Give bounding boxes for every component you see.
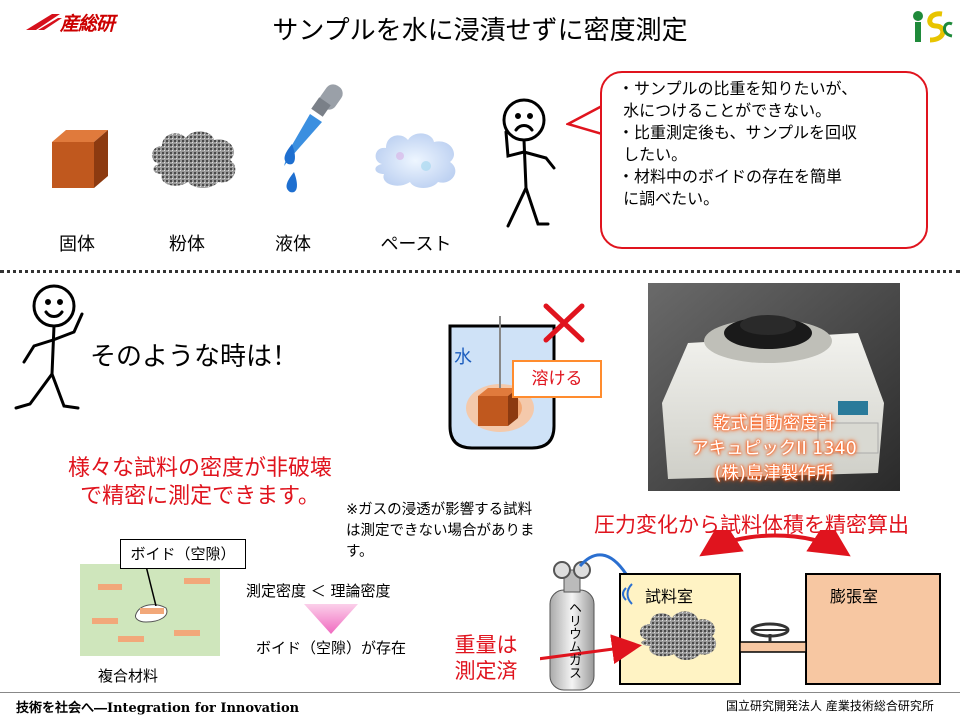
dissolve-label: 溶ける — [512, 360, 602, 398]
bubble-line: に調べたい。 — [618, 189, 720, 208]
composite-label: 複合材料 — [98, 667, 159, 685]
paste-label: ペースト — [380, 234, 452, 255]
isc-logo-icon — [913, 11, 953, 43]
bubble-line: 水につけることができない。 — [618, 101, 832, 120]
powder-cloud-icon — [151, 131, 236, 188]
footer-divider — [0, 692, 960, 693]
void-exists-text: ボイド（空隙）が存在 — [256, 639, 407, 657]
void-pointer — [145, 566, 157, 606]
expansion-room-label: 膨張室 — [830, 587, 879, 606]
sample-room-label: 試料室 — [645, 587, 694, 606]
footer-org: 国立研究開発法人 産業技術総合研究所 — [726, 699, 934, 713]
caption-line-3: (株)島津製作所 — [714, 464, 834, 484]
density-meter-photo — [648, 283, 900, 491]
section-divider — [0, 270, 960, 273]
solid-label: 固体 — [59, 234, 95, 255]
water-label: 水 — [454, 347, 472, 368]
weight-line-2: 測定済 — [454, 659, 518, 683]
bubble-line: ・材料中のボイドの存在を簡単 — [618, 167, 843, 186]
density-compare: 測定密度 ＜ 理論密度 — [246, 582, 391, 600]
message-line-1: 様々な試料の密度が非破壊 — [67, 456, 332, 481]
sono-text: そのような時は！ — [90, 342, 299, 372]
message-line-2: で精密に測定できます。 — [80, 484, 320, 509]
weight-line-1: 重量は — [454, 633, 518, 657]
instrument-caption: 乾式自動密度計 アキュピックII 1340 (株)島津製作所 — [658, 412, 890, 487]
speech-bubble-text: ・サンプルの比重を知りたいが、 水につけることができない。 ・比重測定後も、サン… — [618, 78, 918, 210]
caption-line-2: アキュピックII 1340 — [691, 439, 857, 459]
worried-person-icon — [502, 98, 556, 228]
nondestructive-message: 様々な試料の密度が非破壊 で精密に測定できます。 — [30, 455, 370, 511]
helium-gas-label: ヘリウムガス — [566, 601, 581, 679]
bubble-line: ・比重測定後も、サンプルを回収 — [618, 123, 858, 142]
composite-fibers — [92, 578, 210, 642]
pycnometer-diagram — [540, 530, 941, 691]
paste-cloud-icon — [375, 133, 456, 188]
water-beaker-diagram — [448, 303, 585, 450]
down-arrow-icon — [304, 604, 358, 634]
weight-measured-text: 重量は 測定済 — [446, 632, 526, 684]
powder-label: 粉体 — [169, 234, 205, 255]
footer-slogan: 技術を社会へ―Integration for Innovation — [16, 701, 300, 716]
caption-line-1: 乾式自動密度計 — [712, 414, 836, 434]
liquid-label: 液体 — [275, 234, 311, 255]
logo-text: 産総研 — [60, 13, 115, 35]
dropper-icon — [284, 84, 343, 193]
happy-person-icon — [14, 284, 84, 410]
solid-cube-icon — [52, 130, 108, 188]
aist-logo-icon — [26, 14, 62, 30]
speech-bubble — [600, 71, 928, 249]
bubble-line: したい。 — [618, 145, 688, 164]
page-title: サンプルを水に浸漬せずに密度測定 — [272, 16, 688, 46]
gas-note: ※ガスの浸透が影響する試料は測定できない場合があります。 — [346, 502, 535, 560]
void-label: ボイド（空隙） — [120, 539, 246, 569]
bubble-line: ・サンプルの比重を知りたいが、 — [618, 79, 858, 98]
